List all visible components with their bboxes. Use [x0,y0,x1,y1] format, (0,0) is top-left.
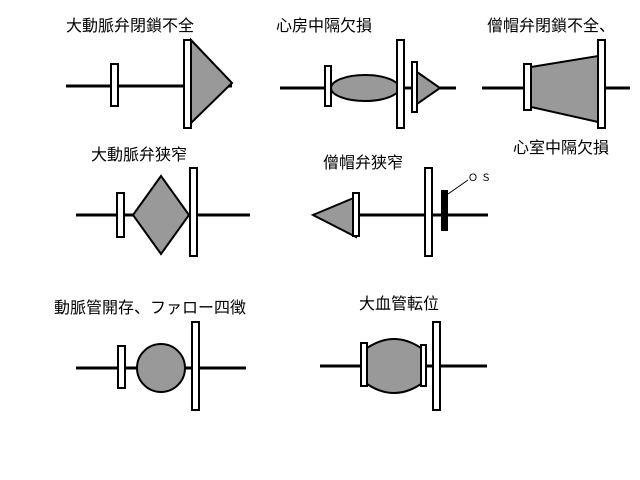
label-opening-snap: ＯＳ [468,173,494,184]
label-transposition: 大血管転位 [359,294,440,313]
systolic-murmur-ellipse [330,74,400,102]
systolic-murmur-barrel [366,338,422,394]
diastolic-murmur-shape [416,70,442,106]
s1-bar [110,63,119,107]
panel-mitral-regurgitation [482,39,630,129]
label-mitral-regurgitation: 僧帽弁閉鎖不全、 [487,16,616,35]
s2-bar [189,167,198,257]
s2-aortic-bar [396,39,405,129]
s1-bar [324,65,332,107]
panel-mitral-stenosis [310,167,488,257]
label-ventricular-septal-defect: 心室中隔欠損 [513,138,610,157]
s2-bar [597,39,606,129]
os-pointer-line [447,179,469,195]
holosystolic-murmur-shape [530,54,599,124]
panel-transposition [320,321,487,411]
presystolic-murmur-shape [310,195,357,239]
s1-bar [523,63,532,111]
panel-aortic-regurgitation [66,37,234,129]
label-pda-tetralogy: 動脈管開存、ファロー四徴 [54,298,247,317]
s2-bar [183,39,192,129]
s2-split-bar [420,344,427,387]
s1-bar [116,192,125,238]
panel-aortic-stenosis [76,167,250,257]
panel-atrial-septal-defect [280,39,456,129]
label-aortic-regurgitation: 大動脈弁閉鎖不全 [66,16,195,35]
panel-pda-tetralogy [76,321,246,411]
label-mitral-stenosis: 僧帽弁狭窄 [323,153,404,172]
ejection-murmur-diamond [131,174,191,256]
s1-bar [352,192,360,237]
label-aortic-stenosis: 大動脈弁狭窄 [91,145,188,164]
s2-bar [432,321,441,411]
label-atrial-septal-defect: 心房中隔欠損 [276,16,373,35]
continuous-murmur-circle [136,343,186,393]
opening-snap-bar [441,190,448,231]
s2-bar [424,167,433,257]
s2-bar [191,321,200,411]
diastolic-murmur-shape [190,37,234,126]
s1-bar [117,345,126,389]
